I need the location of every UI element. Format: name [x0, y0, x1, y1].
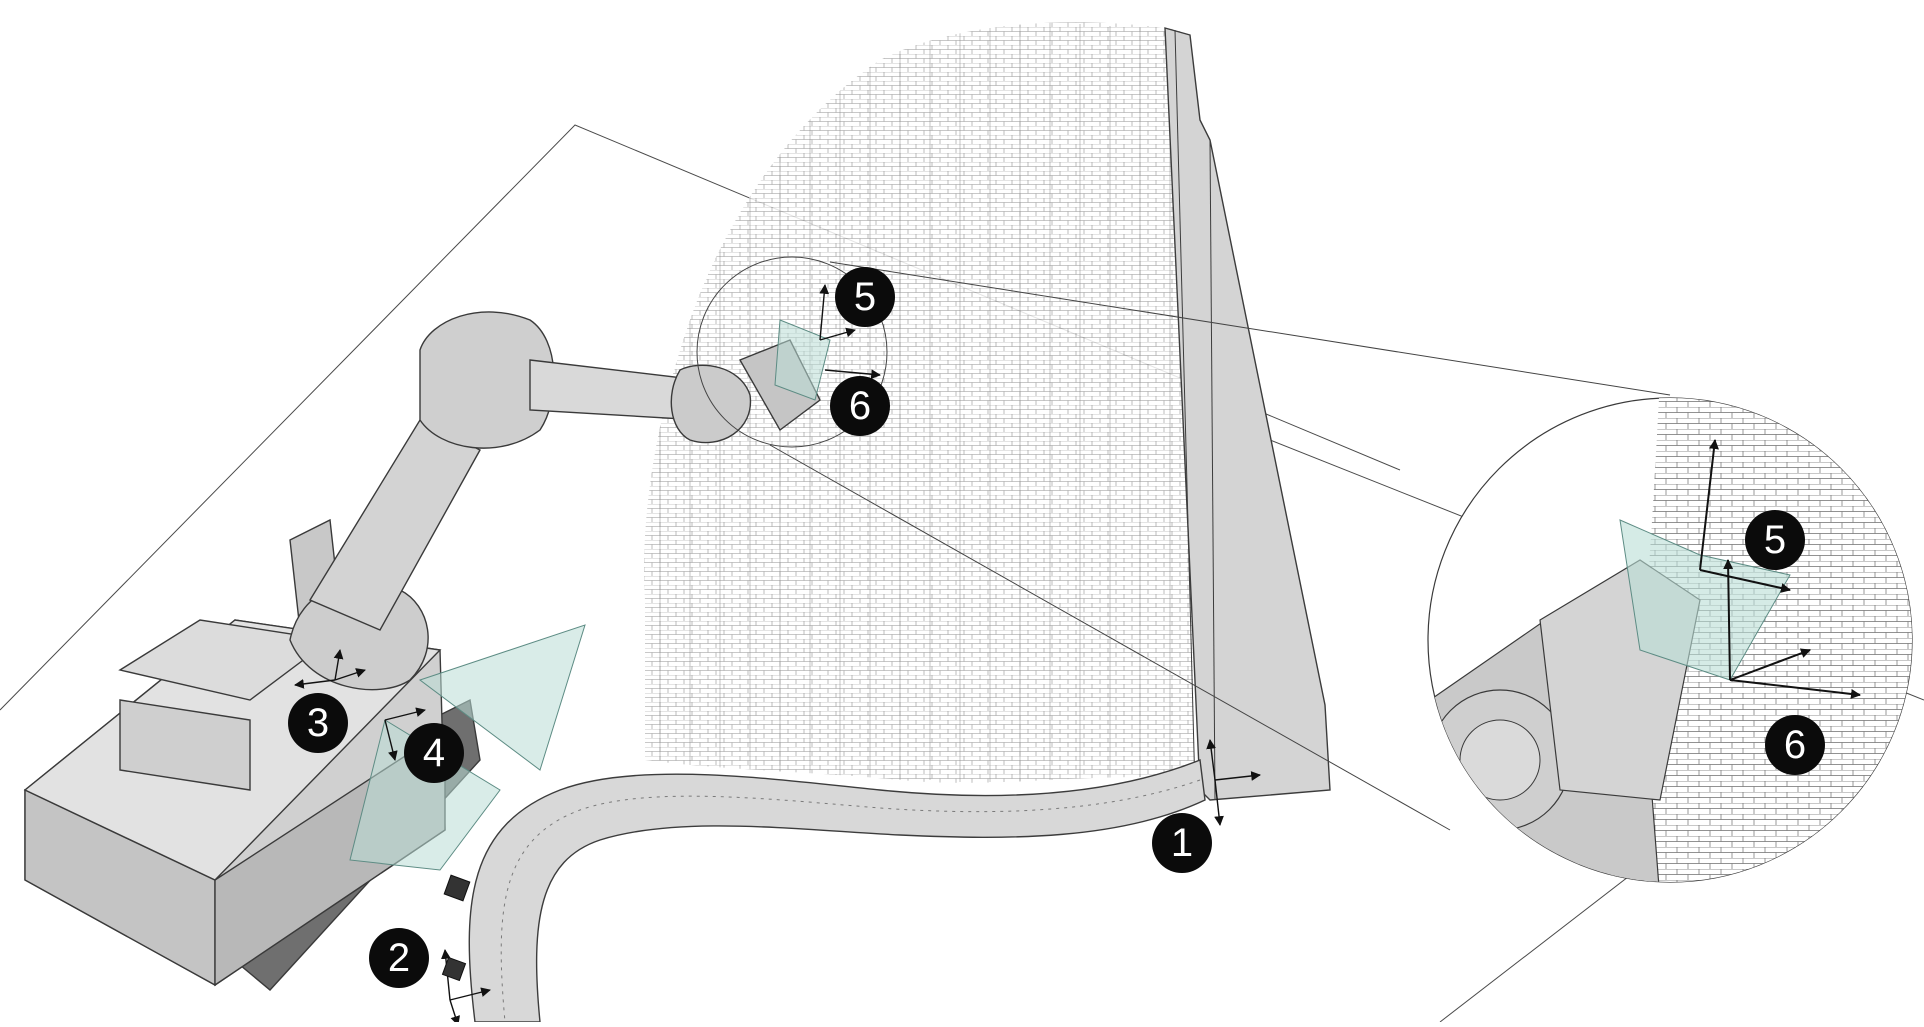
marker-6-detail: 6: [1765, 715, 1825, 775]
marker-6: 6: [830, 376, 890, 436]
fiducial-tags: [441, 874, 471, 982]
detail-connectors: [696, 256, 1671, 831]
foundation-track: [468, 759, 1206, 1023]
robot-arm: [289, 311, 821, 691]
marker-5-detail: 5: [1745, 510, 1805, 570]
marker-4: 4: [404, 723, 464, 783]
marker-2: 2: [369, 928, 429, 988]
coordinate-frames: [294, 284, 1261, 1026]
marker-5: 5: [835, 267, 895, 327]
detail-magnifier: [1427, 397, 1913, 883]
marker-3: 3: [288, 693, 348, 753]
marker-1: 1: [1152, 813, 1212, 873]
camera-frustums: [349, 319, 831, 871]
brick-wall: [644, 22, 1331, 801]
